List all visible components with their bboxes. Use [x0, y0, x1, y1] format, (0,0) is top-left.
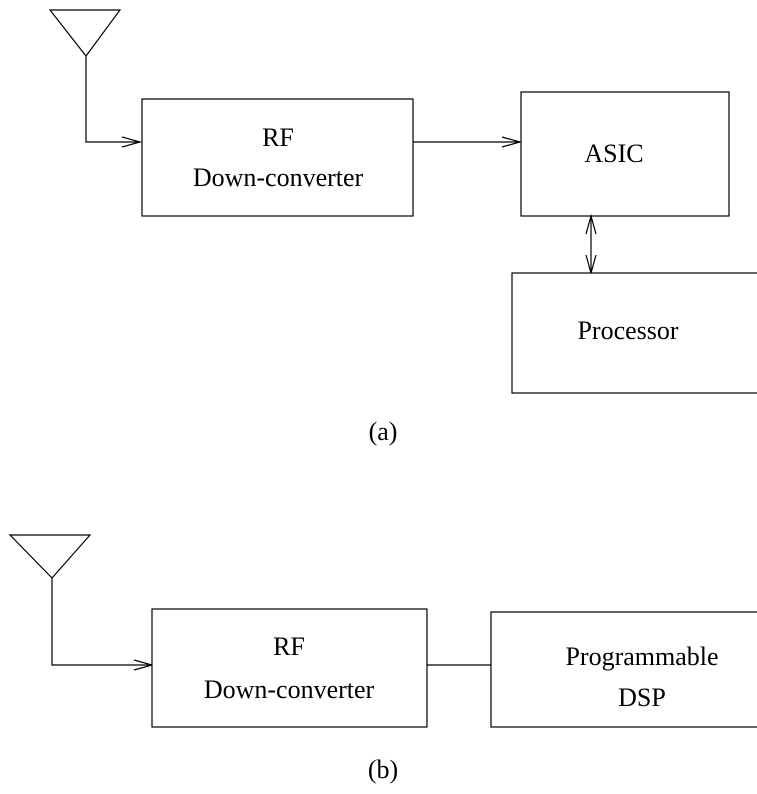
- dsp-box-line2: DSP: [618, 683, 666, 712]
- antenna-b-feedline: [51, 578, 152, 666]
- rf-box-b-line2: Down-converter: [204, 675, 375, 704]
- diagram-b: RF Down-converter Programmable DSP (b): [8, 534, 757, 784]
- programmable-dsp-box: [490, 611, 757, 728]
- processor-label: Processor: [577, 316, 678, 345]
- rf-box-a-line2: Down-converter: [193, 163, 364, 192]
- arrowhead-rf-to-asic: [501, 136, 523, 148]
- asic-label: ASIC: [584, 139, 643, 168]
- rf-box-b-line1: RF: [273, 632, 305, 661]
- asic-box: [520, 91, 730, 217]
- rf-box-a-line1: RF: [262, 123, 294, 152]
- arrowhead-up-to-asic: [585, 213, 597, 235]
- caption-a: (a): [369, 417, 398, 446]
- antenna-a-feedline: [85, 56, 140, 143]
- processor-box: [511, 272, 757, 394]
- antenna-b-icon: [8, 534, 92, 579]
- arrowhead-antenna-to-rf-a: [121, 136, 143, 148]
- rf-downconverter-box-b: [151, 608, 428, 728]
- dsp-box-line1: Programmable: [565, 642, 718, 671]
- rf-downconverter-box-a: [141, 98, 414, 217]
- diagram-a: RF Down-converter ASIC Processor (a): [48, 9, 757, 446]
- antenna-a-icon: [48, 9, 122, 57]
- caption-b: (b): [368, 755, 398, 784]
